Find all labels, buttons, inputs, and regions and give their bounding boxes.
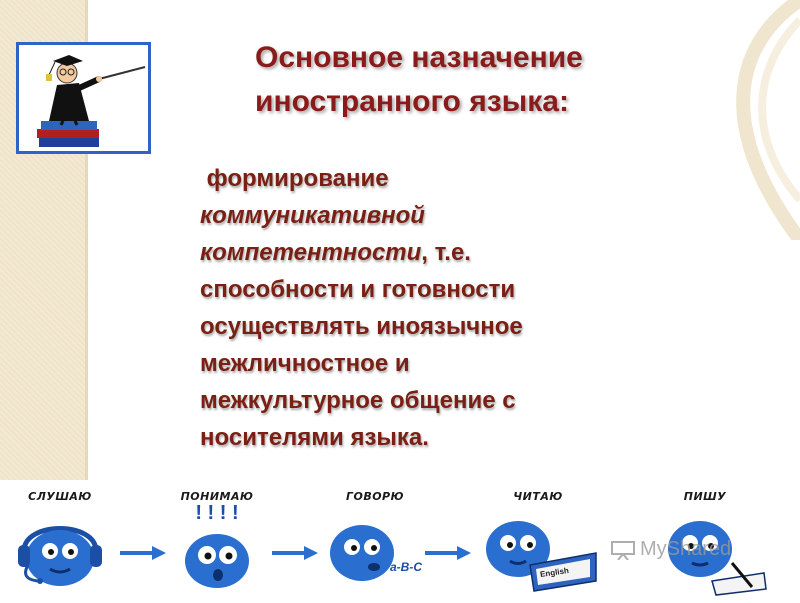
language-skills-strip: СЛУШАЮ ПОНИМАЮ ! ! ! ! [0,490,800,600]
reading-face-icon [486,521,597,592]
body-line: осуществлять иноязычное [200,313,523,340]
body-line: носителями языка. [200,424,429,451]
slide-body: формирование коммуникативной компетентно… [200,160,630,456]
watermark: MyShared [610,538,731,561]
exclamation-marks: ! ! ! ! [195,502,239,524]
body-line: межличностное и [200,350,410,377]
stage-reading: ЧИТАЮ English [478,490,598,598]
body-text-segment: , т.е. [421,239,471,266]
stage-label: СЛУШАЮ [28,490,92,503]
body-line: способности и готовности [200,276,516,303]
title-line-2: иностранного языка: [255,85,569,118]
watermark-text: MyShared [640,538,732,560]
stage-writing: ПИШУ [640,490,770,603]
understanding-face-icon [185,534,249,588]
presentation-board-icon [611,540,635,560]
corner-swoosh-decoration [736,0,800,240]
stage-label: ГОВОРЮ [345,490,405,503]
title-line-1: Основное назначение [255,41,583,74]
writing-face-icon [668,521,767,596]
body-line: формирование [200,160,630,197]
arrow-icon [272,546,318,560]
teacher-illustration-frame [16,42,151,154]
body-italic-term: коммуникативной [200,202,425,229]
listening-face-icon [18,526,102,586]
stage-label: ЧИТАЮ [513,490,563,503]
body-text-segment: формирование [206,165,389,192]
body-line: компетентности, т.е. [200,234,630,271]
stage-label: ПИШУ [683,490,727,503]
body-italic-term: компетентности [200,239,422,266]
stage-listening: СЛУШАЮ [10,490,110,598]
stage-label: ПОНИМАЮ [180,490,254,503]
arrow-icon [120,546,166,560]
abc-label: a-B-C [390,560,422,574]
arrow-icon [425,546,471,560]
slide-title: Основное назначение иностранного языка: [255,36,583,124]
stage-understanding: ПОНИМАЮ ! ! ! ! [172,490,262,598]
stage-speaking: ГОВОРЮ a-B-C [320,490,430,598]
speaking-face-icon [330,525,394,581]
body-line: межкультурное общение с [200,387,516,414]
body-line: коммуникативной [200,197,630,234]
teacher-icon [37,55,146,147]
